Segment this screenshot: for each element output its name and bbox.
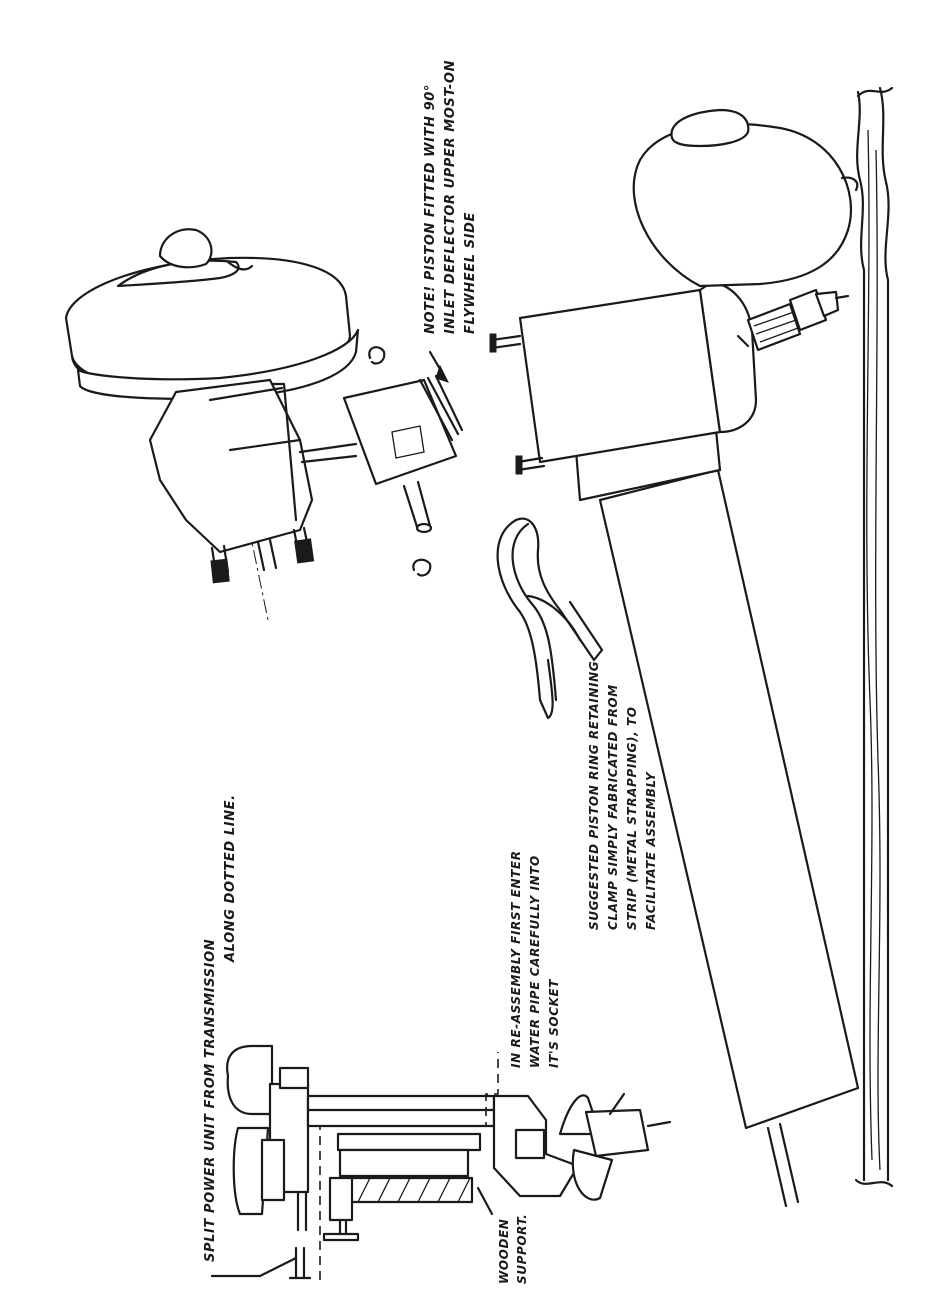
main-engine-body: [489, 108, 860, 1208]
split-dotted-line: [319, 1052, 499, 1280]
circlip-upper: [368, 346, 386, 365]
split-note-line1: SPLIT POWER UNIT FROM TRANSMISSION: [203, 939, 218, 1262]
piston: [342, 378, 458, 486]
wooden-support-strip: [854, 86, 894, 1188]
outboard-motor-on-support: [210, 1044, 672, 1280]
support-note-line2: SUPPORT.: [515, 1214, 529, 1284]
power-head-exploded: [64, 228, 464, 621]
piston-note-line3: FLYWHEEL SIDE: [463, 212, 478, 334]
piston-ring-clamp: [496, 517, 604, 720]
small-fuel-tank: [226, 1044, 274, 1116]
small-flywheel: [232, 1126, 270, 1216]
clamp-note-line4: FACILITATE ASSEMBLY: [644, 771, 658, 930]
note-suggested-clamp: SUGGESTED PISTON RING RETAINING CLAMP SI…: [587, 661, 658, 930]
wooden-support-block: [348, 1176, 474, 1204]
note-split-power-unit: SPLIT POWER UNIT FROM TRANSMISSION ALONG…: [203, 794, 238, 1262]
cylinder-block: [518, 288, 722, 464]
split-note-line2: ALONG DOTTED LINE.: [223, 794, 238, 963]
clamp-note-line2: CLAMP SIMPLY FABRICATED FROM: [606, 684, 620, 930]
piston-note-line2: INLET DEFLECTOR UPPER MOST-ON: [443, 60, 458, 334]
reassembly-note-line1: IN RE-ASSEMBLY FIRST ENTER: [509, 850, 523, 1068]
piston-note-line1: NOTE! PISTON FITTED WITH 90°: [423, 84, 438, 334]
note-wooden-support: WOODEN SUPPORT.: [497, 1214, 529, 1284]
crankcase-casting: [148, 378, 314, 554]
clamp-note-line1: SUGGESTED PISTON RING RETAINING: [587, 661, 601, 930]
tank-cap: [670, 108, 750, 148]
clamp-note-line3: STRIP (METAL STRAPPING), TO: [625, 706, 639, 930]
cylinder-studs: [489, 333, 546, 475]
note-piston-fitted: NOTE! PISTON FITTED WITH 90° INLET DEFLE…: [423, 60, 478, 334]
reassembly-note-line2: WATER PIPE CAREFULLY INTO: [528, 855, 542, 1068]
reassembly-note-line3: IT'S SOCKET: [547, 979, 561, 1068]
support-note-line1: WOODEN: [497, 1219, 511, 1284]
fuel-tank: [632, 122, 853, 288]
flywheel-nut: [158, 228, 213, 269]
note-reassembly: IN RE-ASSEMBLY FIRST ENTER WATER PIPE CA…: [509, 850, 561, 1068]
circlip-lower: [412, 558, 432, 577]
drive-tube: [598, 468, 860, 1130]
crankcase-studs: [210, 526, 315, 584]
spark-plug: [736, 288, 850, 352]
